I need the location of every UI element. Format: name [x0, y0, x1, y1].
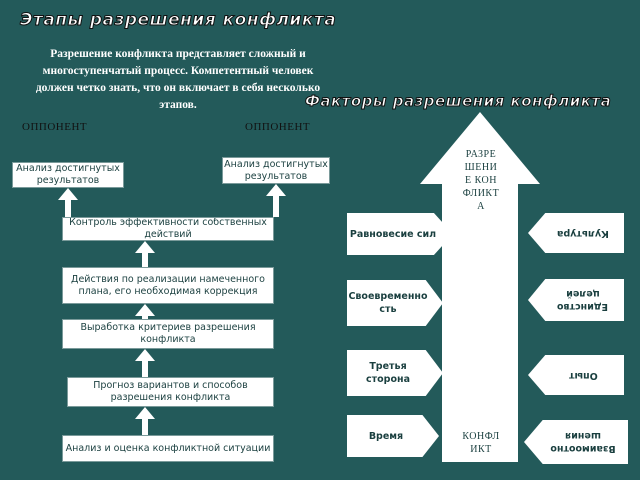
factor-goals-label: Единство целей	[556, 288, 608, 312]
arrow-head	[135, 241, 155, 253]
arrow-head	[58, 188, 78, 200]
factor-time: Время	[347, 415, 439, 457]
factor-goals: Единство целей	[528, 279, 624, 321]
step-control-label: Контроль эффективности собственных дейст…	[69, 217, 267, 240]
step-actions-label: Действия по реализации намеченного плана…	[71, 273, 265, 297]
step-forecast-box: Прогноз вариантов и способов разрешения …	[67, 377, 274, 407]
factor-culture-label: Культура	[557, 227, 609, 239]
factor-timeliness-label: Своевременность	[348, 291, 428, 315]
factor-experience-label: Опыт	[568, 369, 598, 381]
factor-balance-label: Равновесие сил	[349, 228, 437, 240]
arrow-head	[135, 407, 155, 419]
factor-experience: Опыт	[528, 355, 624, 395]
opponent-label-left: ОППОНЕНТ	[22, 121, 88, 133]
factor-culture: Культура	[528, 213, 624, 253]
intro-text: Разрешение конфликта представляет сложны…	[35, 48, 321, 111]
step-actions-box: Действия по реализации намеченного плана…	[62, 267, 274, 304]
factors-title: Факторы разрешения конфликта	[304, 92, 612, 111]
arrow-stem	[142, 316, 148, 319]
factor-third-party-label: Третья сторона	[366, 361, 410, 385]
arrow-stem	[273, 196, 279, 217]
factor-third-party: Третья сторона	[347, 350, 443, 396]
resolution-big-arrow	[420, 112, 540, 462]
factor-timeliness: Своевременность	[347, 280, 443, 326]
factor-balance: Равновесие сил	[347, 213, 453, 255]
arrow-head	[266, 184, 286, 196]
step-criteria-label: Выработка критериев разрешения конфликта	[80, 322, 256, 345]
factor-time-label: Время	[368, 430, 404, 442]
result-box-left: Анализ достигнутых результатов	[12, 162, 124, 188]
factor-relations: Взаимоотношения	[524, 420, 628, 464]
result-box-right-label: Анализ достигнутых результатов	[224, 158, 328, 182]
result-box-left-label: Анализ достигнутых результатов	[16, 163, 120, 186]
opponent-label-right: ОППОНЕНТ	[245, 121, 311, 133]
arrow-stem	[65, 200, 71, 217]
arrow-stem	[142, 419, 148, 435]
arrow-stem	[142, 253, 148, 267]
arrow-top-label: РАЗРЕШЕНИЕ КОНФЛИКТА	[462, 149, 500, 212]
arrow-head	[135, 349, 155, 361]
arrow-stem	[142, 361, 148, 377]
result-box-right: Анализ достигнутых результатов	[222, 157, 330, 184]
step-control-box: Контроль эффективности собственных дейст…	[62, 217, 274, 241]
factor-relations-label: Взаимоотношения	[550, 430, 616, 454]
step-analysis-box: Анализ и оценка конфликтной ситуации	[62, 435, 274, 462]
step-forecast-label: Прогноз вариантов и способов разрешения …	[93, 380, 248, 403]
arrow-head	[135, 304, 155, 316]
step-criteria-box: Выработка критериев разрешения конфликта	[62, 319, 274, 349]
arrow-bottom-label: КОНФЛИКТ	[462, 431, 500, 455]
stages-title: Этапы разрешения конфликта	[19, 10, 337, 31]
step-analysis-label: Анализ и оценка конфликтной ситуации	[65, 442, 271, 454]
